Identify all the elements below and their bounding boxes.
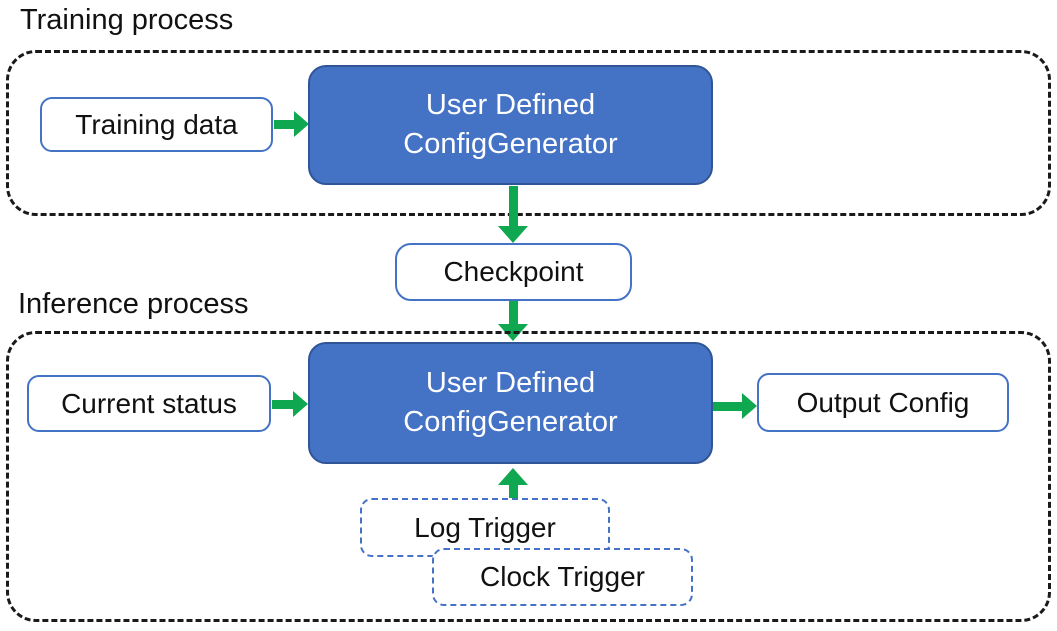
arrow-shaft — [713, 401, 743, 411]
arrow-generator-to-checkpoint — [498, 186, 528, 243]
arrow-training-data-to-generator — [274, 111, 309, 137]
checkpoint-box: Checkpoint — [395, 243, 632, 301]
clock-trigger-label: Clock Trigger — [480, 561, 645, 592]
arrow-head-icon — [294, 111, 309, 137]
arrow-head-icon — [742, 393, 757, 419]
arrow-head-icon — [498, 468, 528, 485]
arrow-shaft — [508, 483, 518, 498]
arrow-shaft — [508, 301, 518, 326]
current-status-label: Current status — [61, 387, 237, 419]
config-generator-training-line1: User Defined — [425, 89, 596, 121]
arrow-shaft — [272, 399, 294, 409]
arrow-current-status-to-generator — [272, 391, 308, 417]
training-process-region — [6, 50, 1051, 216]
arrow-triggers-to-generator — [497, 468, 529, 498]
inference-process-region — [6, 331, 1051, 622]
training-data-box: Training data — [40, 97, 273, 152]
training-data-label: Training data — [75, 108, 238, 140]
checkpoint-label: Checkpoint — [443, 256, 584, 287]
output-config-box: Output Config — [757, 373, 1009, 432]
arrow-head-icon — [498, 226, 528, 243]
arrow-generator-to-output-config — [713, 393, 757, 419]
output-config-label: Output Config — [796, 386, 970, 418]
inference-process-label: Inference process — [18, 288, 249, 320]
config-generator-training-line2: ConfigGenerator — [403, 128, 618, 160]
config-generator-inference-line1: User Defined — [425, 367, 596, 399]
arrow-shaft — [274, 119, 295, 129]
training-process-label: Training process — [20, 4, 234, 36]
config-generator-training-box: User Defined ConfigGenerator — [308, 65, 713, 185]
log-trigger-label: Log Trigger — [414, 511, 556, 543]
current-status-box: Current status — [27, 375, 271, 432]
clock-trigger-box: Clock Trigger — [432, 548, 693, 606]
arrow-head-icon — [293, 391, 308, 417]
arrow-shaft — [508, 186, 518, 228]
config-generator-inference-box: User Defined ConfigGenerator — [308, 342, 713, 464]
config-generator-inference-line2: ConfigGenerator — [403, 406, 618, 438]
